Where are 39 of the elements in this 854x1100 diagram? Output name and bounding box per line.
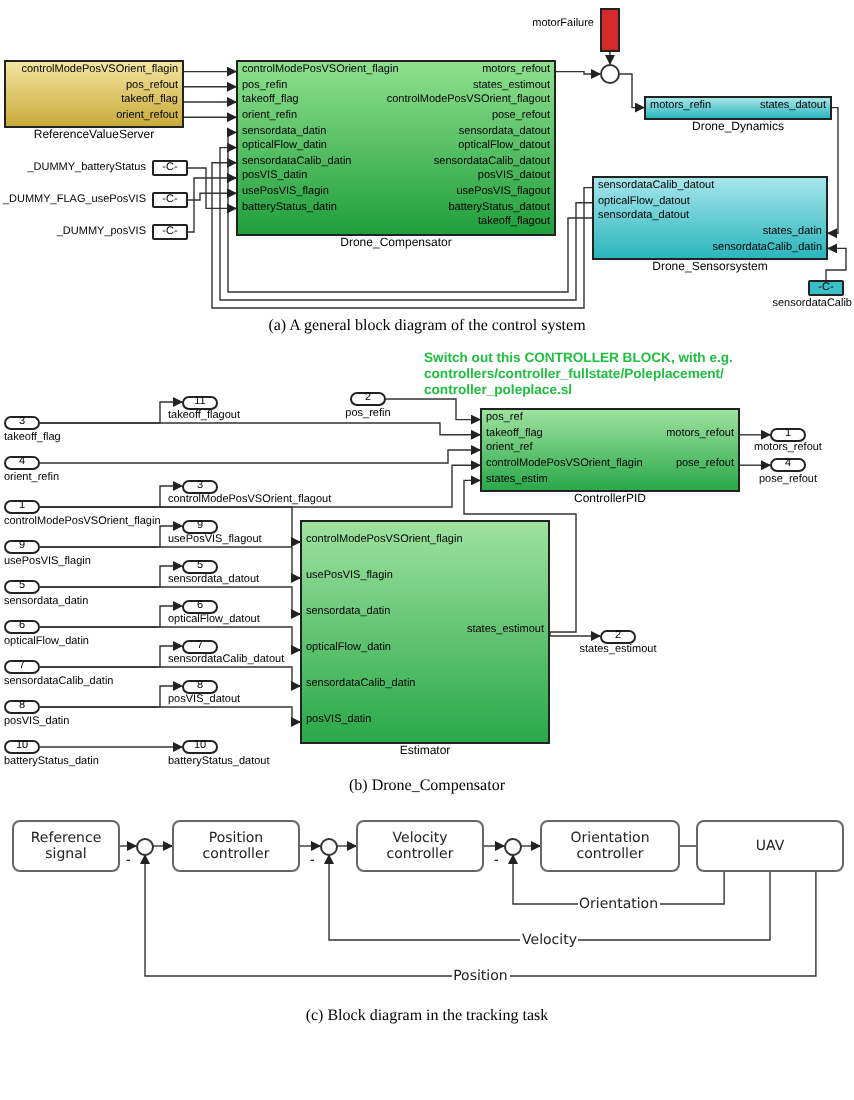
figure-caption: (a) A general block diagram of the control system: [266, 316, 588, 336]
arrow: [463, 475, 577, 633]
arrow: [385, 398, 481, 425]
arrow: [39, 460, 481, 508]
arrow: [187, 167, 237, 214]
arrow: [827, 106, 839, 239]
arrow: [187, 188, 237, 201]
figure-caption: (b) Drone_Compensator: [347, 776, 507, 796]
figure-caption: (c) Block diagram in the tracking task: [303, 1006, 551, 1026]
arrow: [153, 841, 173, 851]
arrow: [39, 666, 301, 691]
arrow: [521, 841, 541, 851]
arrow: [39, 546, 301, 583]
arrow: [119, 841, 137, 851]
arrow: [183, 81, 237, 92]
arrow: [337, 841, 357, 851]
arrow: [211, 157, 593, 309]
arrow: [555, 69, 601, 79]
connector-line: [679, 845, 697, 847]
arrow: [183, 97, 237, 107]
arrow: [549, 631, 601, 641]
arrow: [299, 841, 321, 851]
arrow: [825, 243, 847, 281]
arrow: [140, 854, 817, 977]
arrow: [39, 706, 301, 727]
arrow: [324, 854, 771, 941]
arrow: [483, 841, 505, 851]
arrow: [619, 73, 645, 113]
arrow: [39, 586, 301, 619]
arrow: [183, 112, 237, 123]
arrow: [39, 742, 183, 752]
arrow: [39, 422, 481, 440]
arrow: [187, 173, 237, 233]
arrow: [39, 445, 481, 464]
arrow: [183, 66, 237, 77]
arrow: [739, 429, 771, 440]
arrow: [739, 460, 771, 471]
arrow: [39, 626, 301, 655]
arrow: [605, 51, 615, 65]
